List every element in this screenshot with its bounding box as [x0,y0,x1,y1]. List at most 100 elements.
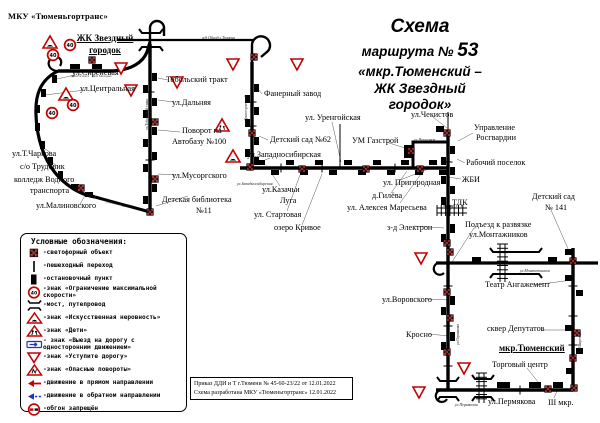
bus-stop-marker [450,186,455,194]
traffic-light-icon [446,248,454,256]
bus-stop-marker [143,164,148,172]
bus-stop-marker [565,275,572,281]
map-label: ул. Стартовая [254,210,302,219]
map-label: УМ Газстрой [352,136,399,145]
map-label: Фанерный завод [264,89,322,98]
bridge-icon [436,376,460,402]
map-label: транспорта [30,186,70,195]
leader-line [258,135,269,141]
traffic-light-icon [248,129,256,137]
bus-stop-marker [70,64,80,69]
railway-crossing-icon [436,205,467,216]
route-number: 53 [457,39,479,61]
bus-stop-marker [271,170,279,175]
legend-bump-icon [26,311,43,325]
leader-line [157,173,177,176]
map-label: ул.Чекистов [414,137,436,142]
map-label: Детский сад №62 [270,135,331,144]
traffic-light-icon [569,257,577,265]
bus-stop-marker [254,157,259,165]
title-line-to2: городок» [388,97,452,113]
map-label: Детская библиотека [162,195,232,204]
legend-item: -движение в обратном направлении [26,390,186,403]
map-label: ул.Чекистов [411,110,454,119]
legend-item: -знак «Искусственная неровность» [26,311,186,325]
map-label: ул.Западносибирская [247,150,321,159]
legend-title: Условные обозначения: [31,237,128,246]
legend-item-label: -обгон запрещён [43,405,99,413]
traffic-light-icon [151,118,159,126]
map-label: Управление [474,123,516,132]
bus-stop-marker [286,160,294,165]
give-way-sign [411,386,427,400]
leader-line [413,225,445,229]
leader-line [456,158,466,164]
bus-stop-marker [152,73,157,81]
bus-stop-marker [576,348,583,354]
road [148,19,166,46]
map-label: ул.Западносибирская [237,181,273,186]
legend-stop-icon [26,273,43,286]
legend-box: Условные обозначения: -светофорный объек… [20,233,187,416]
legend-item-label: -знак «Уступите дорогу» [43,353,128,361]
legend-item-label: -знак «Ограничение максимальной скорости… [43,285,157,299]
map-label: ул. Пригородная [383,178,441,187]
road [250,35,272,62]
legend-no-overtake-icon [26,403,43,416]
speed-sign: 40 [46,48,60,62]
map-label: ул.Сиреневая [72,68,119,77]
map-label: ЖБИ [462,175,480,184]
bus-stop-marker [450,296,455,305]
map-label: № 141 [545,203,568,212]
map-label: ул.Монтажников [469,230,528,239]
bridge-icon [27,300,42,311]
bus-stop-marker [450,146,455,154]
leader-line [451,227,475,263]
legend-item: - знак «Выезд на дорогу с односторонним … [26,337,186,351]
bus-stop-marker [245,119,250,127]
traffic-light-icon [570,384,578,392]
bus-stop-marker [441,234,446,242]
give-way-sign [456,362,472,376]
give-way-sign [123,84,139,98]
legend-item: -светофорный объект [26,247,186,260]
bus-stop-marker [344,160,352,165]
leader-line [390,170,408,194]
leader-line [301,173,323,226]
legend-item-label: -пешеходный переход [43,262,113,270]
leader-line [432,116,448,129]
traffic-light-icon [88,56,96,64]
bus-stop-marker [254,84,259,92]
bus-stop-marker [35,123,40,131]
map-label: ул.Монтажников [520,268,550,273]
map-label: городок [89,45,121,55]
bus-stop-marker [58,171,63,179]
map-label: ул.Тобольский тракт [145,98,149,130]
give-way-sign [113,62,129,76]
map-label: Дом Молодых [92,74,112,78]
legend-item-label: -светофорный объект [43,249,113,257]
dangerous-turns-icon [26,363,43,376]
traffic-light-icon [146,208,154,216]
bus-stop-marker [450,332,455,341]
leader-line [447,176,462,180]
bus-stop-marker [152,127,157,135]
map-label: с/о Трудовик [20,162,65,171]
bridge-icon [489,247,543,279]
traffic-light-icon [573,329,581,337]
bus-stop-marker [497,382,510,388]
legend-item: -знак «Дети» [26,324,186,338]
legend-fwd-icon [26,377,43,390]
legend-item-label: -движение в прямом направлении [43,379,154,387]
legend-back-icon [26,390,43,403]
bus-stop-marker [553,382,563,388]
leader-line [385,141,406,149]
traffic-light-icon [443,348,451,356]
road [434,388,452,404]
leader-line [157,129,181,133]
map-label: ул.Пермякова [488,397,536,406]
children-sign [213,117,231,132]
bus-stop-marker [401,160,409,165]
